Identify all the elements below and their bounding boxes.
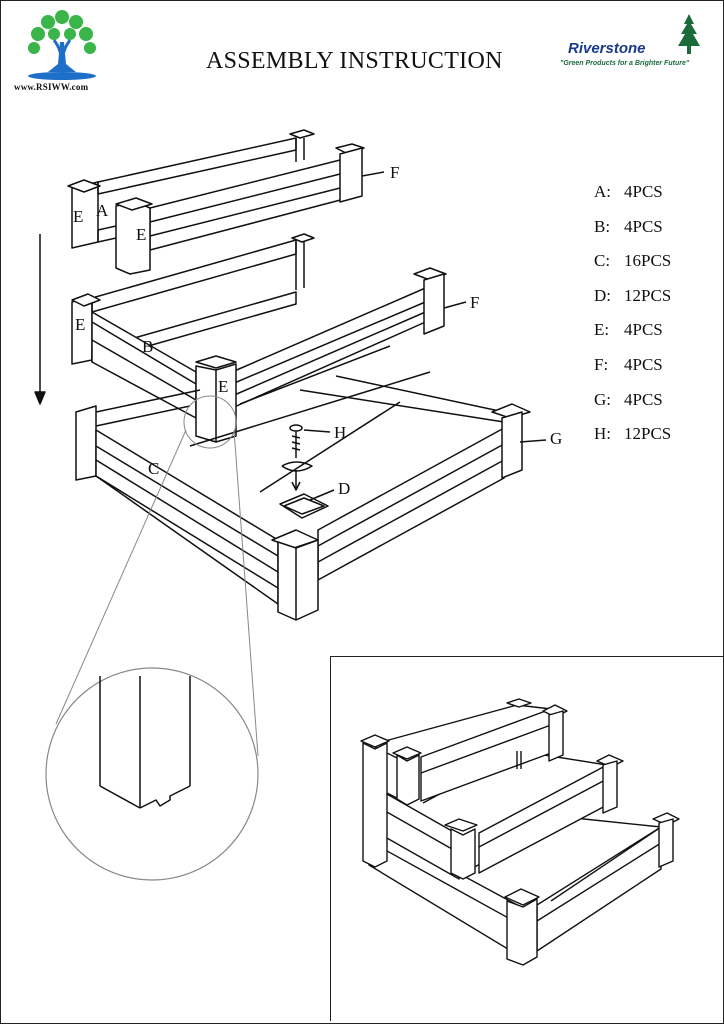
label-e: E — [136, 225, 146, 244]
part-letter: A: — [594, 182, 611, 201]
label-d: D — [338, 479, 350, 498]
part-qty: 4PCS — [624, 320, 663, 340]
part-qty: 4PCS — [624, 354, 663, 374]
part-qty: 4PCS — [624, 182, 663, 201]
label-e: E — [73, 207, 83, 226]
parts-row: C: 16PCS — [594, 251, 671, 286]
part-qty: 16PCS — [624, 251, 672, 271]
tree-logo-icon — [28, 10, 96, 80]
brand-tagline: "Green Products for a Brighter Future" — [560, 60, 690, 67]
label-e: E — [75, 315, 85, 334]
site-url: www.RSIWW.com — [14, 82, 89, 92]
part-letter: B: — [594, 216, 611, 236]
parts-list: A: 4PCS B: 4PCS C: 16PCS D: 12PCS E: 4PCS F: 4… — [594, 182, 671, 459]
part-letter: G: — [594, 389, 611, 409]
parts-row: D: 12PCS — [594, 286, 671, 321]
part-qty: 12PCS — [624, 285, 672, 305]
assembled-planter-drawing — [360, 698, 680, 966]
parts-row: A: 4PCS — [594, 182, 671, 217]
part-qty: 4PCS — [624, 389, 663, 409]
parts-row: F: 4PCS — [594, 355, 671, 390]
label-c: C — [148, 459, 159, 478]
top-tier-box — [67, 129, 365, 275]
parts-row: B: 4PCS — [594, 217, 671, 252]
middle-tier-box — [71, 233, 447, 443]
part-qty: 12PCS — [624, 424, 672, 444]
label-g: G — [550, 429, 562, 448]
post-detail — [99, 676, 191, 809]
label-f: F — [390, 163, 399, 182]
part-qty: 4PCS — [624, 216, 663, 236]
label-b: B — [142, 337, 153, 356]
part-letter: C: — [594, 251, 611, 271]
part-letter: E: — [594, 320, 610, 340]
assembled-view-panel — [330, 656, 723, 1021]
bottom-tier-box — [75, 345, 531, 621]
label-e: E — [218, 377, 228, 396]
label-a: A — [96, 201, 109, 220]
parts-row: G: 4PCS — [594, 390, 671, 425]
parts-row: H: 12PCS — [594, 424, 671, 459]
page-title: ASSEMBLY INSTRUCTION — [206, 48, 503, 74]
parts-row: E: 4PCS — [594, 320, 671, 355]
part-letter: D: — [594, 285, 611, 305]
part-letter: F: — [594, 354, 609, 374]
screw-icon — [281, 424, 331, 491]
brand-name: Riverstone — [568, 40, 646, 57]
label-f: F — [470, 293, 479, 312]
part-letter: H: — [594, 424, 611, 444]
pine-tree-icon — [678, 14, 700, 54]
label-h: H — [334, 423, 346, 442]
